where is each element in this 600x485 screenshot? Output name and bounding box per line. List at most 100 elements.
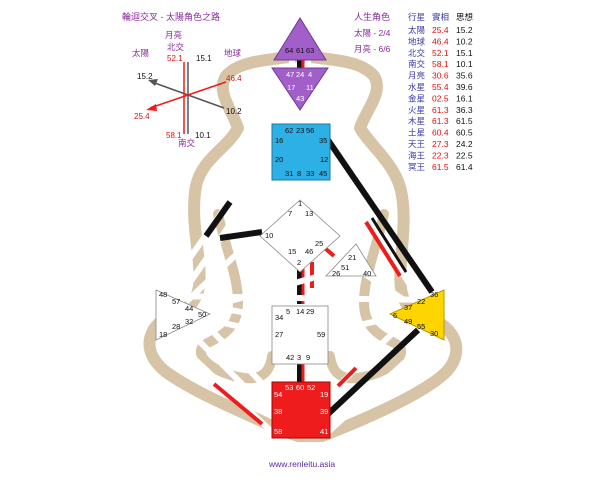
channel-35-36 bbox=[325, 138, 435, 294]
compass-value: 15.1 bbox=[196, 54, 212, 63]
gate-label: 28 bbox=[172, 322, 180, 331]
centers bbox=[155, 17, 445, 439]
compass-value: 10.1 bbox=[195, 131, 211, 140]
gate-label: 29 bbox=[306, 307, 314, 316]
design-value: 27.3 bbox=[432, 139, 449, 149]
compass-sun-label: 太陽 bbox=[132, 48, 150, 58]
compass-earth-label: 地球 bbox=[224, 48, 242, 58]
gate-label: 2 bbox=[297, 258, 301, 267]
channel-30-41 bbox=[325, 333, 437, 435]
gate-label: 3 bbox=[297, 353, 301, 362]
planet-name: 金星 bbox=[408, 93, 425, 103]
personality-value: 15.2 bbox=[456, 25, 473, 35]
gate-label: 25 bbox=[315, 239, 323, 248]
personality-value: 22.5 bbox=[456, 150, 473, 160]
solar-plexus-center bbox=[388, 289, 445, 341]
design-value: 22.3 bbox=[432, 150, 449, 160]
gate-label: 31 bbox=[285, 169, 293, 178]
design-value: 25.4 bbox=[432, 25, 449, 35]
gate-label: 11 bbox=[306, 83, 314, 92]
silhouette-outer bbox=[143, 50, 463, 442]
personality-value: 10.1 bbox=[456, 59, 473, 69]
table-header-design: 實相 bbox=[432, 12, 449, 22]
channel-50-27 bbox=[201, 315, 273, 337]
channel-26-44 bbox=[197, 269, 335, 313]
channel-28-38-red bbox=[212, 382, 264, 426]
heart-center bbox=[325, 243, 377, 277]
arrow-down-left-icon bbox=[146, 104, 157, 111]
channel-57-34 bbox=[199, 301, 273, 321]
planet-name: 火星 bbox=[408, 105, 425, 115]
gate-label: 50 bbox=[198, 310, 206, 319]
gate-label: 6 bbox=[393, 311, 397, 320]
gate-label: 48 bbox=[159, 290, 167, 299]
personality-value: 61.4 bbox=[456, 162, 473, 172]
channels bbox=[163, 54, 437, 435]
gate-label: 38 bbox=[274, 407, 282, 416]
channel-12-22-black bbox=[370, 217, 408, 273]
g-center bbox=[259, 199, 341, 273]
compass-value: 10.2 bbox=[226, 107, 242, 116]
gate-label: 55 bbox=[417, 322, 425, 331]
gate-label: 46 bbox=[305, 247, 313, 256]
gate-label: 22 bbox=[417, 297, 425, 306]
personality-value: 24.2 bbox=[456, 139, 473, 149]
channel-45-21 bbox=[315, 177, 347, 253]
gate-label: 60 bbox=[296, 383, 304, 392]
head-center bbox=[273, 17, 327, 61]
gate-label: 49 bbox=[404, 317, 412, 326]
profile-label: 人生角色 bbox=[354, 11, 390, 22]
gate-label: 10 bbox=[265, 231, 273, 240]
compass-value: 15.2 bbox=[137, 72, 153, 81]
gate-labels: 64 61 63 47 24 4 17 11 43 62 23 56 16 35… bbox=[159, 46, 438, 436]
footer-url: www.renleitu.asia bbox=[268, 459, 335, 469]
gate-label: 5 bbox=[286, 307, 290, 316]
gate-label: 57 bbox=[172, 297, 180, 306]
channel-12-22-red bbox=[364, 220, 402, 278]
profile-moon: 月亮 - 6/6 bbox=[354, 44, 391, 54]
personality-value: 39.6 bbox=[456, 82, 473, 92]
planet-name: 水星 bbox=[408, 82, 425, 92]
design-value: 58.1 bbox=[432, 59, 449, 69]
gate-label: 44 bbox=[185, 304, 193, 313]
throat-center bbox=[271, 123, 331, 181]
gate-label: 12 bbox=[320, 155, 328, 164]
design-value: 61.5 bbox=[432, 162, 449, 172]
table-header-personality: 思想 bbox=[456, 12, 474, 22]
arrow-left-icon bbox=[148, 79, 158, 86]
gate-label: 53 bbox=[285, 383, 293, 392]
planet-name: 海王 bbox=[408, 150, 426, 160]
spleen-center bbox=[155, 289, 211, 341]
gate-label: 63 bbox=[306, 46, 314, 55]
profile-sun: 太陽 - 2/4 bbox=[354, 28, 391, 38]
gate-label: 7 bbox=[288, 209, 292, 218]
gate-label: 20 bbox=[275, 155, 283, 164]
gate-label: 30 bbox=[430, 329, 438, 338]
compass-value: 46.4 bbox=[226, 74, 242, 83]
design-value: 52.1 bbox=[432, 48, 449, 58]
planet-name: 天王 bbox=[408, 139, 426, 149]
profile-block: 人生角色 太陽 - 2/4 月亮 - 6/6 bbox=[354, 11, 391, 54]
page-title: 輪迴交叉 - 太陽角色之路 bbox=[122, 11, 220, 22]
gate-label: 26 bbox=[332, 269, 340, 278]
channel-10-20 bbox=[219, 229, 263, 241]
incarnation-compass: 月亮 北交 太陽 地球 南交 52.1 15.1 15.2 46.4 25.4 … bbox=[132, 30, 242, 148]
channel-20-57 bbox=[175, 158, 277, 302]
personality-value: 36.3 bbox=[456, 105, 473, 115]
planet-name: 南交 bbox=[408, 59, 426, 69]
channel-10-57 bbox=[183, 229, 263, 305]
gate-label: 62 bbox=[285, 126, 293, 135]
compass-south-node-label: 南交 bbox=[178, 138, 196, 148]
design-value: 61.3 bbox=[432, 116, 449, 126]
gate-label: 17 bbox=[287, 83, 295, 92]
design-value: 61.3 bbox=[432, 105, 449, 115]
gate-label: 47 bbox=[286, 70, 294, 79]
gate-label: 40 bbox=[363, 269, 371, 278]
gate-label: 58 bbox=[274, 427, 282, 436]
personality-value: 15.1 bbox=[456, 48, 473, 58]
ajna-center bbox=[271, 67, 329, 111]
design-value: 60.4 bbox=[432, 128, 449, 138]
gate-label: 13 bbox=[305, 209, 313, 218]
gate-label: 51 bbox=[341, 263, 349, 272]
